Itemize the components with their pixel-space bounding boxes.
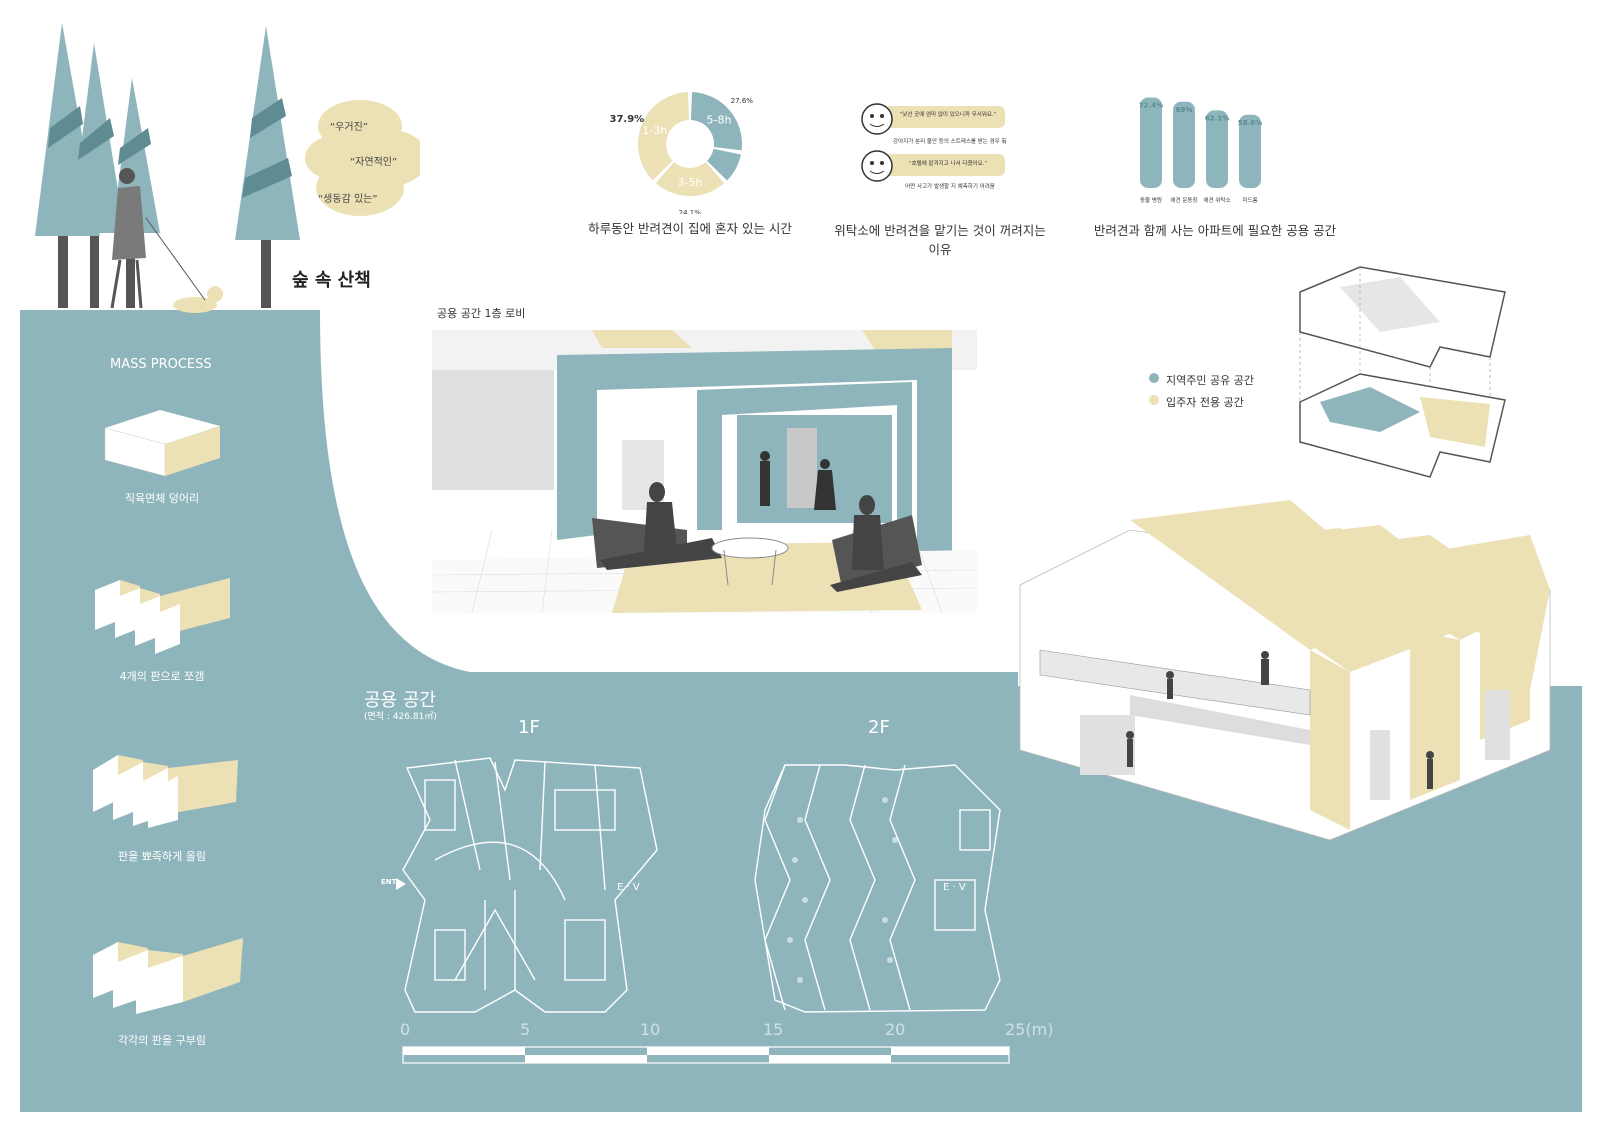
forest-bubble-1: “우거진” (330, 122, 368, 133)
donut-slice-label: 5-8h (706, 113, 731, 126)
forest-title: 숲 속 산책 (292, 270, 371, 291)
bar-value-label: 62.1% (1205, 114, 1229, 122)
donut-slice-label: 3-5h (677, 176, 702, 189)
legend-swatches (1149, 373, 1159, 405)
reason-2-quote: “호텔에 맡겨지고 나서 다쳤어요.” (908, 161, 988, 167)
scale-label-1: 5 (520, 1020, 530, 1039)
donut-value-label: 37.9% (610, 114, 645, 125)
donut-value-label: 24.1% (679, 209, 702, 214)
bar (1239, 114, 1261, 188)
donut-slice (655, 162, 725, 196)
lobby-render (432, 330, 977, 613)
scale-label-5: 25(m) (1005, 1020, 1053, 1039)
donut-slice-label: 1-3h (642, 124, 667, 137)
bar-category-label: 미드룸 (1242, 196, 1257, 204)
donut-value-label: 27.6% (731, 97, 754, 105)
bar-value-label: 69% (1176, 106, 1193, 114)
bar-value-label: 72.4% (1139, 102, 1163, 110)
bar-category-label: 애견 위탁소 (1203, 196, 1230, 204)
donut-slice (638, 92, 690, 181)
scale-label-2: 10 (640, 1020, 660, 1039)
bar (1173, 101, 1195, 188)
bar (1206, 110, 1228, 188)
exploded-floor-axonometric (1299, 266, 1506, 478)
reasons-illustration (861, 103, 1005, 182)
ent-arrow-icon (396, 878, 406, 890)
legend-swatch-resident (1149, 395, 1159, 405)
donut-slice (707, 148, 741, 181)
building-axonometric (1019, 500, 1551, 841)
mass-process-title: MASS PROCESS (110, 357, 212, 372)
mass-step-1-diagram (104, 410, 220, 477)
lobby-title: 공용 공간 1층 로비 (437, 307, 526, 320)
scale-label-3: 15 (763, 1020, 783, 1039)
ev-label-1f: E · V (617, 882, 640, 893)
bar-category-label: 동물 병원 (1140, 196, 1162, 204)
bar (1140, 97, 1162, 188)
mass-step-4-diagram (93, 938, 243, 1014)
ev-label-2f: E · V (943, 882, 966, 893)
reason-1-quote: “낯선 곳에 엄마 없이 있으니까 무서워요.” (899, 112, 997, 118)
mass-step-3-label: 판을 뾰족하게 올림 (118, 850, 206, 863)
scale-bar: 0 5 10 15 20 25(m) (400, 1020, 1053, 1064)
floor-2-label: 2F (868, 717, 890, 738)
mass-step-3-diagram (93, 755, 238, 828)
forest-bubble-2: “자연적인” (350, 157, 398, 168)
mass-step-4-label: 각각의 판을 구부림 (118, 1034, 206, 1047)
plans-area: (면적 : 426.81㎡) (364, 712, 437, 722)
legend-label-shared: 지역주민 공유 공간 (1166, 374, 1254, 387)
floor-plan-1f (402, 757, 658, 1013)
reason-1-caption: 강아지가 분리 불안 등의 스트레스를 받는 경우 有 (893, 139, 1007, 145)
ent-label: ENT (381, 878, 397, 886)
mass-step-1-label: 직육면체 덩어리 (124, 492, 200, 505)
reasons-title: 위탁소에 반려견을 맡기는 것이 꺼려지는 이유 (834, 223, 1046, 257)
teal-ground (20, 310, 1582, 1112)
forest-illustration (35, 23, 420, 313)
mass-step-2-label: 4개의 판으로 쪼갬 (119, 670, 205, 683)
legend-label-resident: 입주자 전용 공간 (1166, 396, 1244, 409)
bar-chart: 72.4% 동물 병원 69% 애견 운동장 62.1% 애견 위탁소 58.6% 미드룸 (1139, 97, 1262, 204)
bar-category-label: 애견 운동장 (1170, 196, 1197, 204)
donut-chart-title: 하루동안 반려견이 집에 혼자 있는 시간 (588, 221, 792, 236)
bar-value-label: 58.6% (1238, 119, 1262, 127)
floor-1-label: 1F (518, 717, 540, 738)
bar-chart-title: 반려견과 함께 사는 아파트에 필요한 공용 공간 (1093, 223, 1337, 238)
mass-step-2-diagram (95, 578, 230, 654)
forest-bubble-3: “생동감 있는” (318, 194, 378, 205)
plans-title: 공용 공간 (364, 690, 436, 711)
reason-2-caption: 어떤 사고가 발생할 지 예측하기 어려움 (905, 184, 995, 190)
floor-plan-2f (754, 764, 1001, 1013)
donut-slice (690, 92, 742, 151)
legend-swatch-shared (1149, 373, 1159, 383)
scale-label-4: 20 (885, 1020, 905, 1039)
scale-label-0: 0 (400, 1020, 410, 1039)
